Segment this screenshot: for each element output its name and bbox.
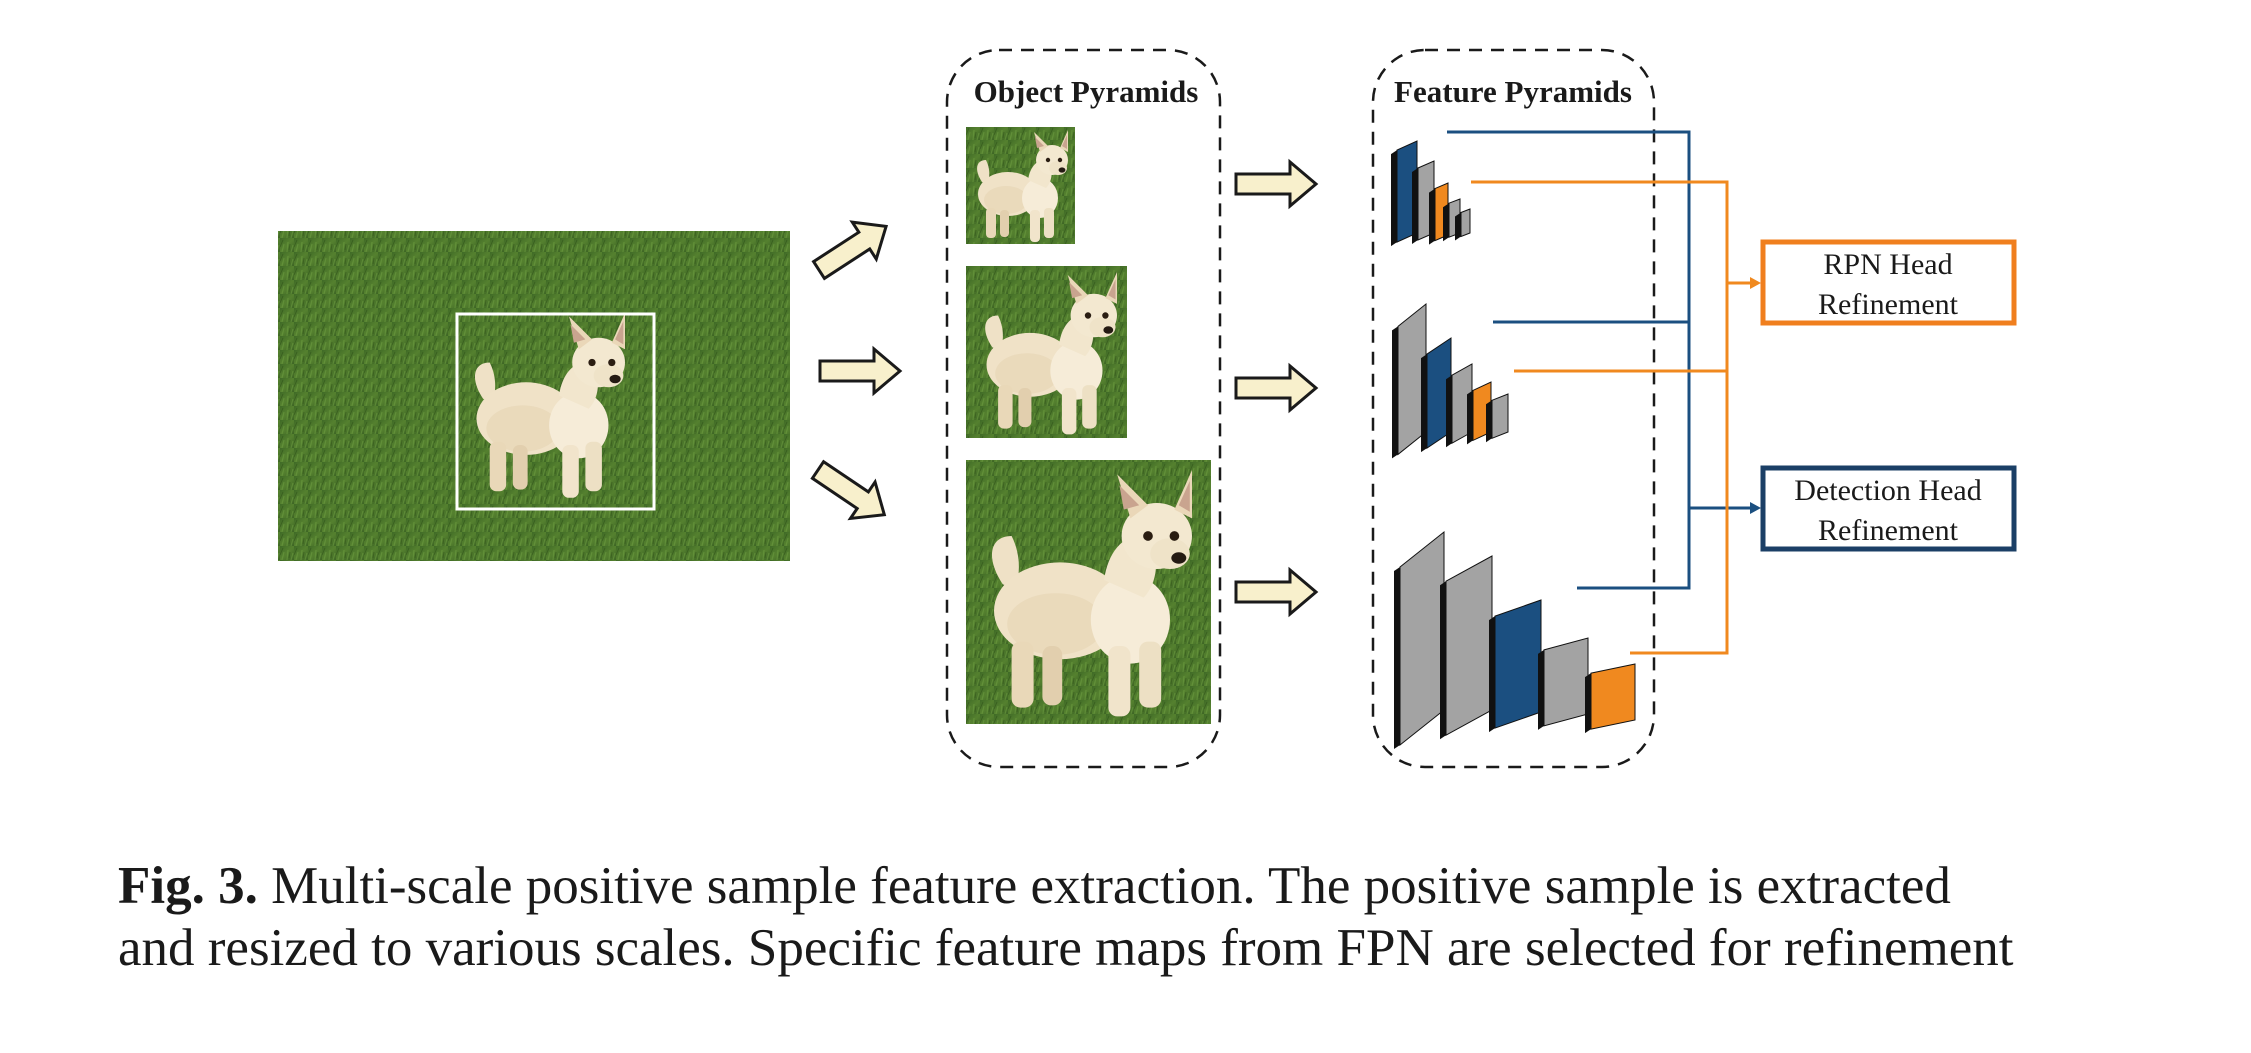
figure-diagram: Object Pyramids Feature Pyramids: [278, 48, 2017, 769]
detection-head-line1: Detection Head: [1794, 474, 1981, 507]
caption-line-1: Fig. 3. Multi-scale positive sample feat…: [118, 855, 2208, 917]
object-scale-large: [966, 460, 1211, 724]
arrow-to-small-scale: [805, 206, 900, 290]
caption-line-2: and resized to various scales. Specific …: [118, 919, 2014, 977]
object-scale-small: [966, 127, 1075, 244]
object-pyramids-border: [945, 48, 1222, 769]
arrow-to-large-scale: [804, 450, 899, 535]
input-image: [278, 231, 790, 561]
feature-large-p3: [1440, 555, 1493, 740]
rpn-head-refinement-box: RPN Head Refinement: [1760, 239, 2017, 326]
object-pyramids-title: Object Pyramids: [974, 74, 1199, 109]
caption-line-1-text: Multi-scale positive sample feature extr…: [257, 857, 1951, 915]
input-to-object-arrows: [804, 206, 902, 535]
detection-arrowhead: [1750, 502, 1761, 514]
arrow-small-to-features: [1234, 160, 1318, 208]
arrow-to-medium-scale: [818, 347, 902, 395]
rpn-head-line1: RPN Head: [1823, 248, 1952, 281]
feature-large-p2: [1394, 530, 1445, 749]
feature-medium-p6: [1486, 393, 1509, 443]
detection-head-refinement-box: Detection Head Refinement: [1760, 465, 2017, 552]
figure-label: Fig. 3.: [118, 857, 258, 915]
detection-head-line2: Refinement: [1818, 514, 1959, 547]
blue-line-small: [1447, 130, 1691, 508]
object-to-feature-arrows: [1234, 160, 1318, 616]
figure-caption: Fig. 3. Multi-scale positive sample feat…: [118, 855, 2208, 979]
object-pyramids: Object Pyramids: [945, 48, 1222, 769]
connection-lines: [1447, 130, 1753, 655]
feature-pyramids-title: Feature Pyramids: [1394, 74, 1632, 109]
orange-line-large: [1630, 283, 1729, 655]
feature-pyramids: Feature Pyramids: [1371, 48, 1656, 769]
blue-line-large: [1577, 508, 1691, 590]
feature-medium-p3: [1421, 337, 1452, 453]
feature-pyramids-border: [1371, 48, 1656, 769]
orange-line-medium: [1514, 283, 1729, 373]
feature-small-p6: [1455, 208, 1471, 241]
arrow-medium-to-features: [1234, 364, 1318, 412]
arrow-large-to-features: [1234, 568, 1318, 616]
feature-layers: [1391, 140, 1636, 749]
feature-large-p6: [1585, 663, 1636, 734]
orange-line-small: [1471, 180, 1729, 283]
feature-large-p4: [1489, 599, 1542, 733]
feature-large-p5: [1538, 637, 1589, 730]
object-scale-medium: [966, 266, 1127, 438]
positive-sample-bbox: [455, 312, 656, 511]
feature-medium-p2: [1392, 302, 1427, 459]
rpn-head-line2: Refinement: [1818, 288, 1959, 321]
rpn-arrowhead: [1750, 277, 1761, 289]
